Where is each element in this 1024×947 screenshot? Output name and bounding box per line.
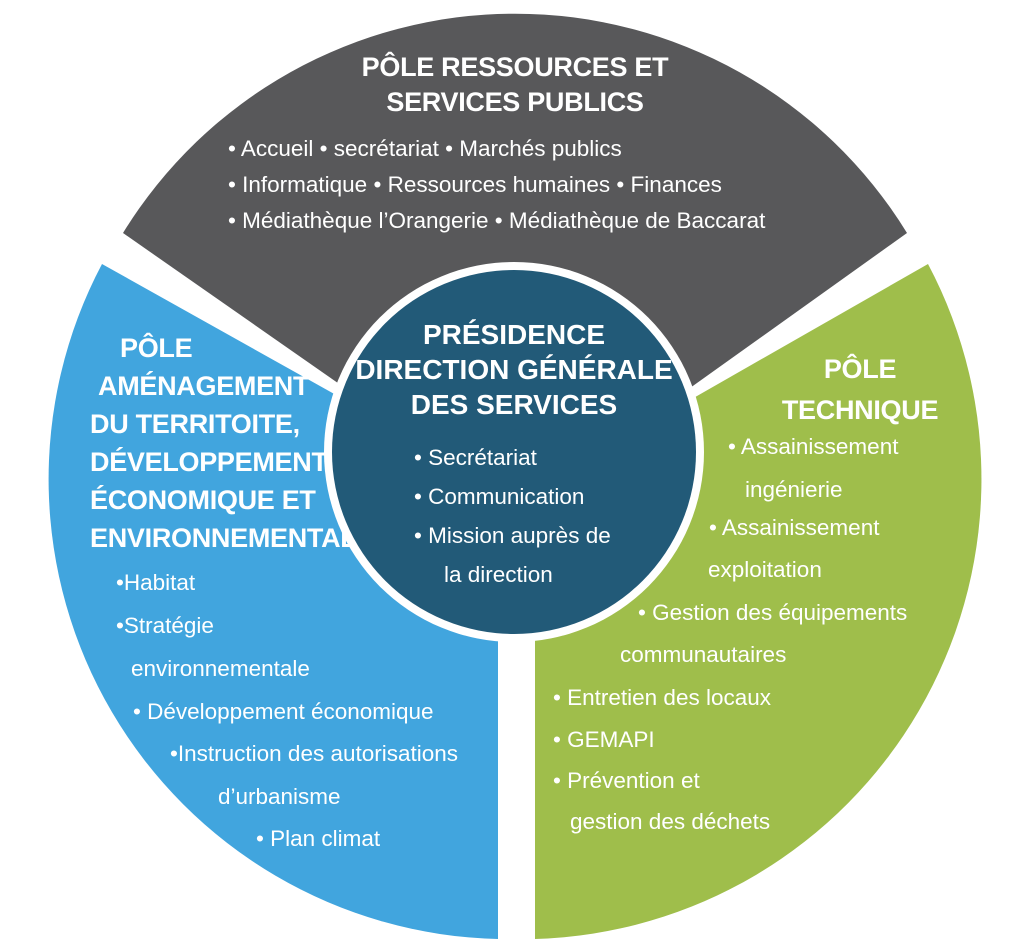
- right-item-gemapi: • GEMAPI: [553, 727, 655, 752]
- center-item-4: la direction: [444, 562, 553, 587]
- center-items: • Secrétariat • Communication • Mission …: [414, 438, 611, 594]
- right-title-line-2: TECHNIQUE: [781, 395, 939, 425]
- left-title-line-5: ÉCONOMIQUE ET: [90, 485, 316, 515]
- right-item-entretien: • Entretien des locaux: [553, 685, 772, 710]
- left-item-instruction-cont: d’urbanisme: [218, 784, 341, 809]
- right-segment-technique: [535, 264, 982, 939]
- left-title: PÔLE AMÉNAGEMENT DU TERRITOITE, DÉVELOPP…: [90, 329, 357, 557]
- top-items: • Accueil • secrétariat • Marchés public…: [228, 131, 765, 239]
- left-item-developpement: • Développement économique: [133, 699, 434, 724]
- right-item-gestion-equipements-cont: communautaires: [620, 642, 787, 667]
- left-title-line-6: ENVIRONNEMENTAL: [90, 523, 357, 553]
- right-item-assainissement-exp-cont: exploitation: [708, 557, 822, 582]
- center-title-line-2: DIRECTION GÉNÉRALE: [355, 354, 673, 385]
- right-item-assainissement-ing: • Assainissement: [728, 434, 899, 459]
- right-item-assainissement-exp: • Assainissement: [709, 515, 880, 540]
- center-item-1: • Secrétariat: [414, 445, 537, 470]
- right-title-line-1: PÔLE: [823, 354, 897, 384]
- center-item-2: • Communication: [414, 484, 585, 509]
- center-title-line-3: DES SERVICES: [410, 389, 618, 420]
- right-item-prevention-cont: gestion des déchets: [570, 809, 771, 834]
- left-title-line-1: PÔLE: [120, 333, 193, 363]
- right-item-gestion-equipements: • Gestion des équipements: [638, 600, 908, 625]
- top-item-line-3: • Médiathèque l’Orangerie • Médiathèque …: [228, 208, 766, 233]
- left-item-plan-climat: • Plan climat: [256, 826, 381, 851]
- center-title: PRÉSIDENCE DIRECTION GÉNÉRALE DES SERVIC…: [354, 317, 674, 422]
- top-item-line-2: • Informatique • Ressources humaines • F…: [228, 172, 722, 197]
- left-item-strategie: •Stratégie: [116, 613, 214, 638]
- left-title-line-4: DÉVELOPPEMENT: [90, 447, 328, 477]
- left-segment-amenagement: [48, 264, 499, 939]
- left-item-strategie-cont: environnementale: [131, 656, 310, 681]
- center-item-3: • Mission auprès de: [414, 523, 611, 548]
- right-item-prevention: • Prévention et: [553, 768, 700, 793]
- top-title-line-2: SERVICES PUBLICS: [386, 87, 644, 117]
- top-title: PÔLE RESSOURCES ET SERVICES PUBLICS: [330, 50, 700, 120]
- top-title-line-1: PÔLE RESSOURCES ET: [361, 52, 669, 82]
- center-circle-presidence: [332, 270, 696, 634]
- right-title: PÔLE TECHNIQUE: [780, 349, 940, 431]
- left-item-habitat: •Habitat: [116, 570, 196, 595]
- left-item-instruction: •Instruction des autorisations: [170, 741, 459, 766]
- top-item-line-1: • Accueil • secrétariat • Marchés public…: [228, 136, 622, 161]
- right-item-assainissement-ing-cont: ingénierie: [745, 477, 843, 502]
- left-title-line-3: DU TERRITOITE,: [90, 409, 300, 439]
- top-segment-ressources: [123, 13, 907, 388]
- left-title-line-2: AMÉNAGEMENT: [98, 371, 310, 401]
- center-title-line-1: PRÉSIDENCE: [422, 319, 606, 350]
